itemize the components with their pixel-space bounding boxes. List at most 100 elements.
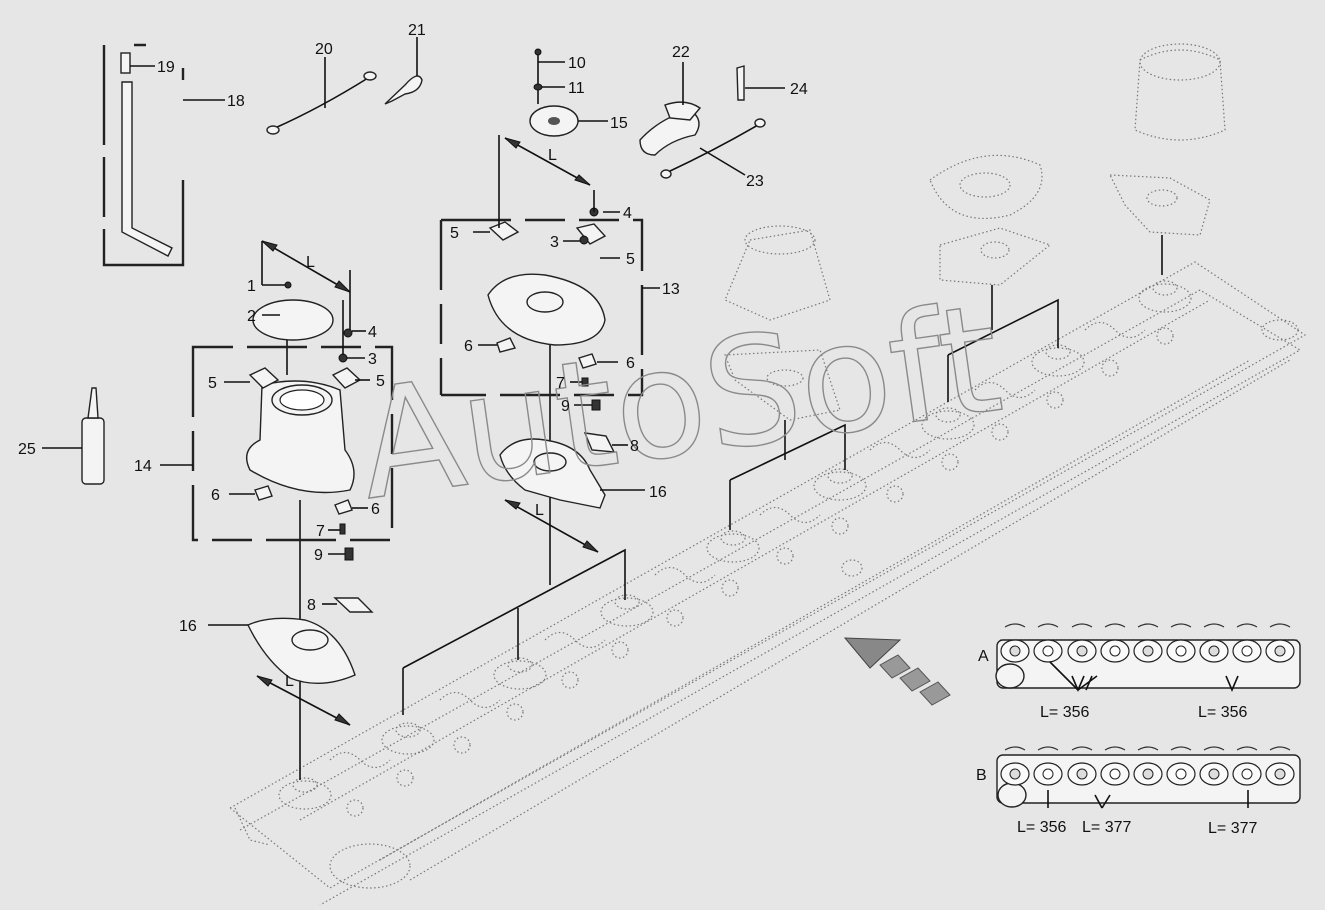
knife-plate-8 [322,432,616,613]
inset-rotor-hub [1208,645,1220,657]
callout-7-left: 7 [316,523,325,540]
inset-rotor-hub [1142,768,1154,780]
grease-tube-25 [42,387,105,485]
callout-2: 2 [247,308,256,325]
callout-9-top: 9 [561,398,570,415]
callout-9-left: 9 [314,547,323,564]
callout-5-left-b: 5 [376,373,385,390]
callout-6-left-a: 6 [211,487,220,504]
wire-20 [266,57,377,135]
callout-18: 18 [227,93,245,110]
dimension-line-top [504,137,591,186]
dimension-label-L-top: L [548,147,557,164]
callout-13: 13 [662,281,680,298]
inset-rotor-hub [1076,768,1088,780]
inset-rotor-hub [1241,645,1253,657]
inset-b-length-3: L= 377 [1208,820,1257,837]
inset-rotor-hub [1175,768,1187,780]
inset-a-right-length: L= 356 [1198,704,1247,721]
callout-16-left: 16 [179,618,197,635]
inset-rotor-hub [1009,768,1021,780]
plate-16-left [208,617,356,726]
callout-25: 25 [18,441,36,458]
inset-rotor-hub [1142,645,1154,657]
callout-5-top-left: 5 [450,225,459,242]
rotation-arrow-icon [1071,746,1093,751]
rotation-arrow-icon [1137,623,1159,628]
inset-rotor-hub [1076,645,1088,657]
callout-22: 22 [672,44,690,61]
callout-4-left: 4 [368,324,377,341]
rotation-arrow-icon [1269,746,1291,751]
callout-3-top: 3 [550,234,559,251]
inset-b-length-2: L= 377 [1082,819,1131,836]
inset-rotor-hub [1042,768,1054,780]
rotation-arrow-icon [1203,746,1225,751]
callout-6-top-left: 6 [464,338,473,355]
callout-21: 21 [408,22,426,39]
wire-23 [660,118,766,179]
inset-rotor-hub [1109,768,1121,780]
dimension-label-L-left: L [306,254,315,271]
clip-21 [384,37,423,105]
callout-15: 15 [610,115,628,132]
callout-8-left: 8 [307,597,316,614]
rotation-arrow-icon [1004,623,1026,628]
cutter-bar-housing [228,261,1307,906]
rotation-arrow-icon [1269,623,1291,628]
rotation-arrow-icon [1037,746,1059,751]
inset-b-letter: B [976,767,987,784]
callout-1: 1 [247,278,256,295]
inset-rotor-hub [1274,645,1286,657]
rotation-arrow-icon [1037,623,1059,628]
callout-8-top: 8 [630,438,639,455]
callout-3-left: 3 [368,351,377,368]
assembly-13-box [439,135,660,411]
inset-rotor-hub [1241,768,1253,780]
dimension-label-L-center: L [535,502,544,519]
rotation-arrow-icon [1104,746,1126,751]
rotation-arrow-icon [1170,746,1192,751]
inset-rotor-hub [1208,768,1220,780]
callout-6-left-b: 6 [371,501,380,518]
inset-rotor-hub [1175,645,1187,657]
cutter-discs [278,280,1192,817]
callout-20: 20 [315,41,333,58]
callout-23: 23 [746,173,764,190]
pin-24 [736,65,785,101]
inset-rotor-hub [1042,645,1054,657]
inset-a-left-length: L= 356 [1040,704,1089,721]
rotation-arrow-icon [1137,746,1159,751]
callout-16-center: 16 [649,484,667,501]
plate-15-group [529,48,608,137]
direction-arrow [843,637,951,706]
rotation-arrow-icon [1203,623,1225,628]
inset-variant-b [996,746,1301,809]
rotation-arrow-icon [1170,623,1192,628]
callout-7-top: 7 [556,375,565,392]
rotation-arrow-icon [1071,623,1093,628]
watermark-text: AutoSoft [348,272,1010,534]
inset-rotor-hub [1109,645,1121,657]
rotation-arrow-icon [1236,746,1258,751]
inset-b-length-1: L= 356 [1017,819,1066,836]
callout-19: 19 [157,59,175,76]
callout-10: 10 [568,55,586,72]
bracket-18-box [102,43,225,267]
callout-4-top: 4 [623,205,632,222]
knife-holder-22 [639,62,702,156]
callout-5-left-a: 5 [208,375,217,392]
rotation-arrow-icon [1236,623,1258,628]
callout-5-top-right: 5 [626,251,635,268]
rotation-arrow-icon [1104,623,1126,628]
inset-a-letter: A [978,648,989,665]
dimension-label-L-bottom: L [285,673,294,690]
spindle-housings-dotted [724,43,1226,421]
callout-6-top-right: 6 [626,355,635,372]
callout-11: 11 [568,80,585,97]
dimension-line-left [252,240,366,341]
callout-24: 24 [790,81,808,98]
rotation-arrow-icon [1004,746,1026,751]
assembly-14-box [160,300,394,561]
